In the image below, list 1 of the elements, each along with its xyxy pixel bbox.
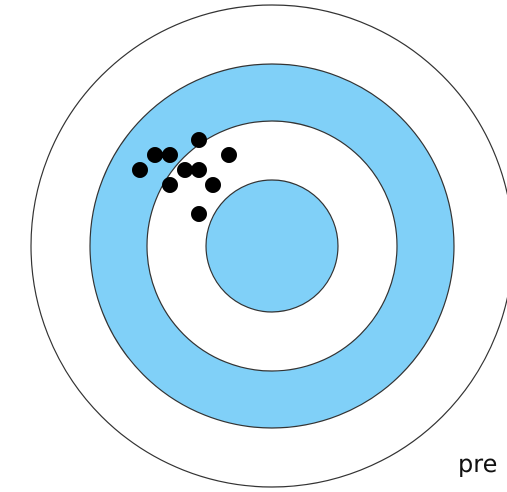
caption-text: pre	[458, 450, 498, 478]
